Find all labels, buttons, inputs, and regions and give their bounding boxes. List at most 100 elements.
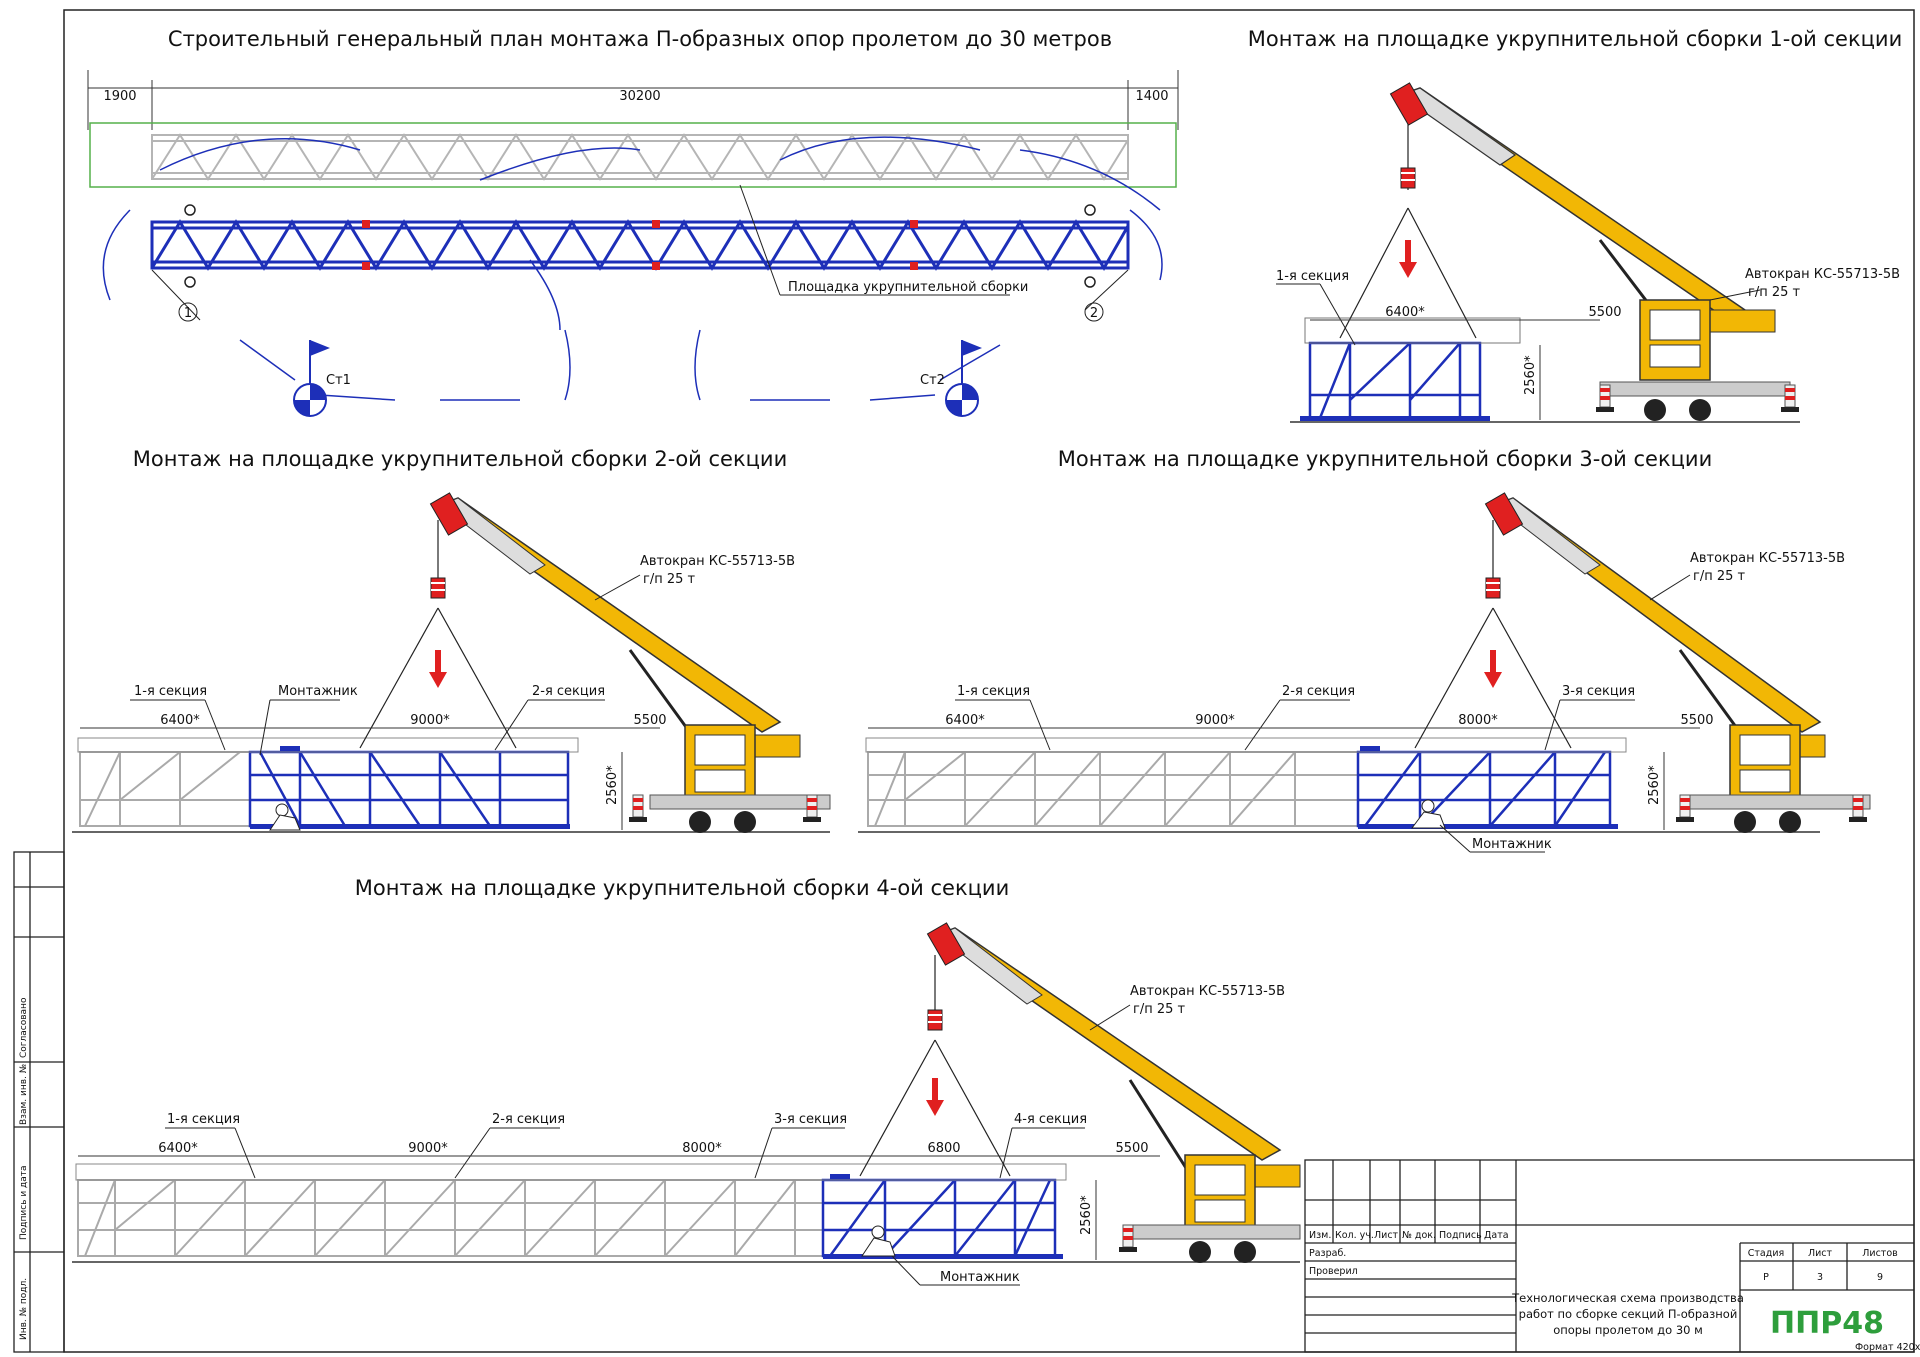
format-label: Формат 420х594 <box>1855 1342 1920 1353</box>
s3-gray-truss <box>867 751 1359 827</box>
s1-title: Монтаж на площадке укрупнительной сборки… <box>1248 27 1902 51</box>
s1-dim-length: 6400* <box>1385 305 1425 320</box>
s4-dim-height: 2560* <box>1079 1195 1094 1235</box>
s4-dim-4: 6800 <box>927 1141 960 1156</box>
s4-sec1-label: 1-я секция <box>167 1112 240 1127</box>
tb-desc-1: Технологическая схема производства <box>1511 1291 1744 1305</box>
s2-title: Монтаж на площадке укрупнительной сборки… <box>133 447 787 471</box>
panel-section-3: Монтаж на площадке укрупнительной сборки… <box>858 447 1871 853</box>
s3-dim-2: 9000* <box>1195 713 1235 728</box>
tb-desc-2: работ по сборке секций П-образной <box>1519 1307 1738 1321</box>
tb-h-sign: Подпись <box>1439 1230 1482 1241</box>
s3-crane <box>1484 492 1871 833</box>
tb-role-dev: Разраб. <box>1309 1248 1346 1259</box>
crane-station-2: Ст2 <box>920 340 982 417</box>
s1-crane-name: Автокран КС-55713-5В <box>1745 267 1900 282</box>
tb-sheets-v: 9 <box>1877 1272 1883 1283</box>
s4-crane-name: Автокран КС-55713-5В <box>1130 984 1285 999</box>
plan-dim-right: 1400 <box>1135 89 1168 104</box>
plan-gray-truss <box>151 133 1129 181</box>
s1-crane-cap: г/п 25 т <box>1748 285 1801 300</box>
station-2-label: Ст2 <box>920 373 945 388</box>
s4-dim-5: 5500 <box>1115 1141 1148 1156</box>
s4-crane-cap: г/п 25 т <box>1133 1002 1186 1017</box>
s3-dim-1: 6400* <box>945 713 985 728</box>
tb-h-date: Дата <box>1484 1230 1509 1241</box>
stamp-sign-date: Подпись и дата <box>19 1165 29 1240</box>
s2-dim-1: 6400* <box>160 713 200 728</box>
tb-h-izm: Изм. <box>1309 1230 1331 1241</box>
s2-blue-truss <box>248 750 570 828</box>
stamp-inv-original: Инв. № подл. <box>19 1278 29 1340</box>
s3-dim-4: 5500 <box>1680 713 1713 728</box>
s4-worker <box>861 1225 896 1257</box>
s3-crane-name: Автокран КС-55713-5В <box>1690 551 1845 566</box>
plan-title: Строительный генеральный план монтажа П-… <box>168 27 1112 51</box>
tb-h-list: Лист <box>1374 1230 1399 1241</box>
s1-truss <box>1308 341 1482 420</box>
s2-sec2-label: 2-я секция <box>532 684 605 699</box>
s4-dim-2: 9000* <box>408 1141 448 1156</box>
panel-section-1: Монтаж на площадке укрупнительной сборки… <box>1248 27 1902 423</box>
s4-worker-label: Монтажник <box>940 1270 1020 1285</box>
s2-crane <box>429 492 831 833</box>
s3-title: Монтаж на площадке укрупнительной сборки… <box>1058 447 1712 471</box>
axis-label-2: 2 <box>1090 306 1098 321</box>
panel-section-4: Монтаж на площадке укрупнительной сборки… <box>72 876 1301 1286</box>
tb-sheet-v: 3 <box>1817 1272 1823 1283</box>
tb-role-check: Проверил <box>1309 1266 1358 1277</box>
left-stamp-column <box>13 851 65 1353</box>
title-block <box>1304 1159 1915 1353</box>
s4-dim-1: 6400* <box>158 1141 198 1156</box>
s4-sec4-label: 4-я секция <box>1014 1112 1087 1127</box>
plan-panel: Строительный генеральный план монтажа П-… <box>87 27 1179 417</box>
s1-dim-reach: 5500 <box>1588 305 1621 320</box>
assembly-site-outline <box>89 122 1177 188</box>
s2-worker <box>269 803 301 831</box>
axis-label-1: 1 <box>184 306 192 321</box>
s2-dim-3: 5500 <box>633 713 666 728</box>
s4-title: Монтаж на площадке укрупнительной сборки… <box>355 876 1009 900</box>
s2-dim-2: 9000* <box>410 713 450 728</box>
stamp-agreed: Согласовано <box>19 997 29 1058</box>
s1-dim-height: 2560* <box>1523 355 1538 395</box>
s2-crane-name: Автокран КС-55713-5В <box>640 554 795 569</box>
s3-sec1-label: 1-я секция <box>957 684 1030 699</box>
crane-station-1: Ст1 <box>293 340 351 417</box>
axis-marker-2 <box>1084 302 1104 322</box>
axis-marker-1 <box>178 302 198 322</box>
s2-worker-label: Монтажник <box>278 684 358 699</box>
s3-worker <box>1411 799 1446 829</box>
site-label: Площадка укрупнительной сборки <box>788 280 1028 295</box>
s3-worker-label: Монтажник <box>1472 837 1552 852</box>
s4-sec2-label: 2-я секция <box>492 1112 565 1127</box>
s3-sec2-label: 2-я секция <box>1282 684 1355 699</box>
tb-h-kol: Кол. уч. <box>1335 1230 1374 1241</box>
s4-gray-truss <box>77 1179 824 1257</box>
sheet-frame <box>63 9 1915 1353</box>
s3-sec3-label: 3-я секция <box>1562 684 1635 699</box>
tb-stage-v: Р <box>1763 1272 1769 1283</box>
tb-desc-3: опоры пролетом до 30 м <box>1553 1323 1703 1337</box>
s2-crane-cap: г/п 25 т <box>643 572 696 587</box>
tb-h-doc: № док. <box>1402 1230 1436 1241</box>
s4-blue-truss <box>821 1178 1057 1258</box>
s1-section-label: 1-я секция <box>1276 269 1349 284</box>
tb-sheet-h: Лист <box>1808 1248 1833 1259</box>
stamp-replace-inv: Взам. инв. № <box>19 1064 29 1125</box>
s1-crane <box>1389 82 1800 421</box>
s2-gray-truss <box>79 751 251 827</box>
s3-dim-3: 8000* <box>1458 713 1498 728</box>
s3-blue-truss <box>1356 750 1612 828</box>
s3-crane-cap: г/п 25 т <box>1693 569 1746 584</box>
panel-section-2: Монтаж на площадке укрупнительной сборки… <box>72 447 831 833</box>
plan-dim-left: 1900 <box>103 89 136 104</box>
company-logo: ППР48 <box>1770 1306 1884 1341</box>
s2-sec1-label: 1-я секция <box>134 684 207 699</box>
plan-dim-span: 30200 <box>619 89 660 104</box>
s3-dim-height: 2560* <box>1647 765 1662 805</box>
s4-crane <box>926 922 1301 1263</box>
s4-sec3-label: 3-я секция <box>774 1112 847 1127</box>
s2-dim-height: 2560* <box>605 765 620 805</box>
